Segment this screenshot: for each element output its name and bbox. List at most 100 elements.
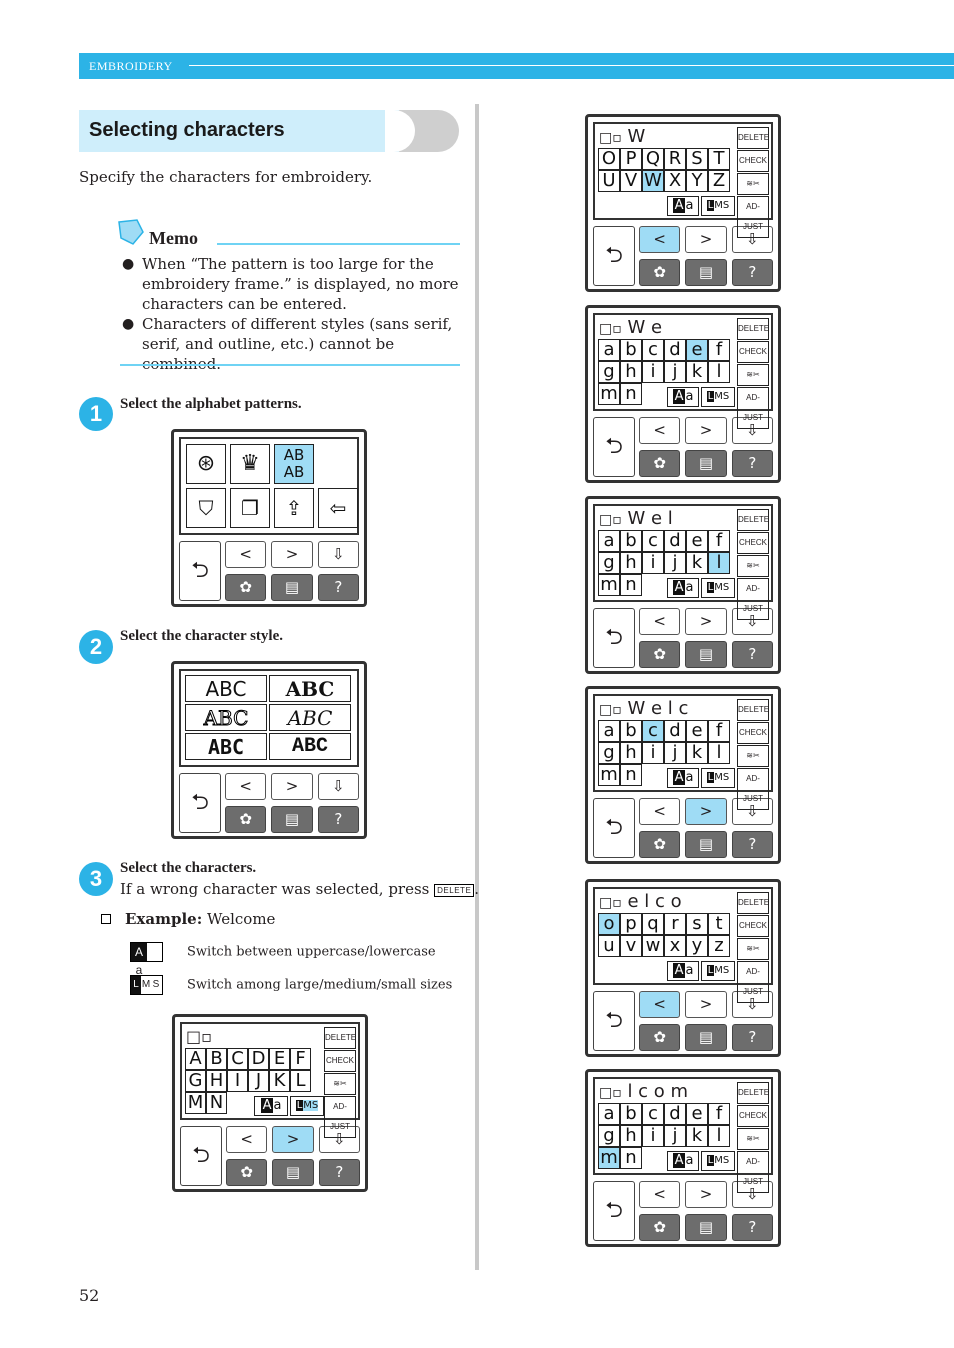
char-key[interactable]: e [686,339,708,361]
prev-button[interactable]: < [639,1181,681,1208]
char-key[interactable]: d [664,339,686,361]
char-key[interactable]: P [620,148,642,170]
char-key[interactable]: W [642,170,664,192]
char-key[interactable]: y [686,935,708,957]
adjust-button[interactable]: AD-JUST [737,1151,769,1193]
char-key[interactable]: f [708,1103,730,1125]
settings-icon[interactable]: ▤ [685,830,727,858]
char-key[interactable]: p [620,913,642,935]
size-toggle[interactable]: LMS [701,1151,735,1171]
delete-button[interactable]: DELETE [737,509,769,531]
char-key[interactable]: s [686,913,708,935]
check-button[interactable]: CHECK [737,722,769,744]
char-key[interactable]: w [642,935,664,957]
char-key[interactable]: n [620,1147,642,1169]
char-key[interactable]: f [708,339,730,361]
size-toggle[interactable]: LMS [701,768,735,788]
char-key[interactable]: D [248,1048,269,1070]
size-toggle[interactable]: LMS [701,196,735,216]
char-key[interactable]: G [185,1070,206,1092]
char-key[interactable]: U [598,170,620,192]
char-key[interactable]: b [620,530,642,552]
char-key[interactable]: k [686,1125,708,1147]
char-key[interactable]: e [686,1103,708,1125]
embroidery-icon[interactable]: ✿ [225,805,267,833]
next-button[interactable]: > [685,226,727,253]
save-icon[interactable]: ⇩ [317,541,359,568]
style-script[interactable]: ABC [269,704,351,731]
help-icon[interactable]: ? [731,1023,773,1051]
char-key[interactable]: l [708,742,730,764]
size-toggle[interactable]: LMS [290,1096,324,1116]
delete-button[interactable]: DELETE [737,699,769,721]
memory-icon[interactable]: ⇦ [318,488,358,528]
embroidery-icon[interactable]: ✿ [639,640,681,668]
save-icon[interactable]: ⇩ [731,798,773,825]
embroidery-icon[interactable]: ✿ [639,1213,681,1241]
char-key[interactable]: c [642,1103,664,1125]
char-key[interactable]: N [206,1092,227,1114]
adjust-button[interactable]: AD-JUST [737,578,769,620]
prev-button[interactable]: < [225,541,267,568]
help-icon[interactable]: ? [731,449,773,477]
upload-icon[interactable]: ⇪ [274,488,314,528]
char-key[interactable]: l [708,1125,730,1147]
char-key[interactable]: g [598,742,620,764]
stitch-icon[interactable]: ≋✂ [737,745,769,767]
char-key[interactable]: m [598,764,620,786]
save-icon[interactable]: ⇩ [731,1181,773,1208]
char-key[interactable]: E [269,1048,290,1070]
char-key[interactable]: o [598,913,620,935]
char-key[interactable]: e [686,530,708,552]
size-toggle[interactable]: LMS [701,578,735,598]
prev-button[interactable]: < [226,1126,268,1153]
char-key[interactable]: k [686,552,708,574]
back-button[interactable]: ⮌ [593,608,635,668]
adjust-button[interactable]: AD-JUST [737,961,769,1003]
check-button[interactable]: CHECK [737,341,769,363]
char-key[interactable]: g [598,361,620,383]
back-button[interactable]: ⮌ [179,541,221,601]
char-key[interactable]: i [642,742,664,764]
char-key[interactable]: Z [708,170,730,192]
help-icon[interactable]: ? [731,1213,773,1241]
settings-icon[interactable]: ▤ [272,1158,314,1186]
size-toggle[interactable]: LMS [701,961,735,981]
style-sans[interactable]: ABC [185,675,267,702]
back-button[interactable]: ⮌ [179,773,221,833]
save-icon[interactable]: ⇩ [731,226,773,253]
char-key[interactable]: k [686,361,708,383]
char-key[interactable]: h [620,1125,642,1147]
embroidery-icon[interactable]: ✿ [226,1158,268,1186]
char-key[interactable]: d [664,1103,686,1125]
frame-pattern-icon[interactable]: ♛ [230,444,270,484]
char-key[interactable]: i [642,361,664,383]
char-key[interactable]: d [664,530,686,552]
char-key[interactable]: a [598,339,620,361]
save-icon[interactable]: ⇩ [731,991,773,1018]
char-key[interactable]: j [664,552,686,574]
help-icon[interactable]: ? [318,1158,360,1186]
char-key[interactable]: h [620,361,642,383]
char-key[interactable]: r [664,913,686,935]
char-key[interactable]: H [206,1070,227,1092]
save-icon[interactable]: ⇩ [731,608,773,635]
adjust-button[interactable]: AD-JUST [324,1096,356,1138]
char-key[interactable]: b [620,339,642,361]
char-key[interactable]: i [642,1125,664,1147]
char-key[interactable]: j [664,361,686,383]
save-icon[interactable]: ⇩ [318,1126,360,1153]
embroidery-icon[interactable]: ✿ [639,1023,681,1051]
char-key[interactable]: M [185,1092,206,1114]
char-key[interactable]: c [642,339,664,361]
char-key[interactable]: g [598,1125,620,1147]
settings-icon[interactable]: ▤ [271,805,313,833]
char-key[interactable]: Q [642,148,664,170]
char-key[interactable]: I [227,1070,248,1092]
char-key[interactable]: j [664,742,686,764]
char-key[interactable]: c [642,530,664,552]
delete-button[interactable]: DELETE [737,127,769,149]
